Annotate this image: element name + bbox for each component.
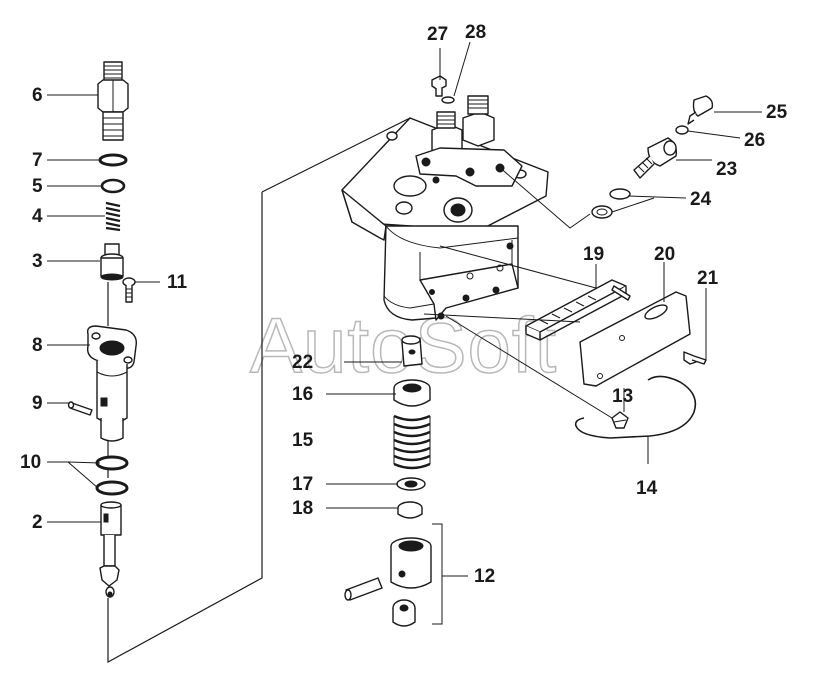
tappet-12 (390, 537, 432, 589)
callout-4: 4 (32, 206, 43, 227)
o-ring (98, 153, 128, 167)
banjo-bolt-25 (687, 95, 714, 125)
pump-housing (341, 95, 549, 321)
callout-2: 2 (32, 512, 43, 533)
plunger-spring-15 (393, 414, 431, 470)
callout-13: 13 (612, 386, 633, 407)
screw-21 (683, 351, 707, 365)
callout-7: 7 (32, 150, 43, 171)
callout-28: 28 (465, 22, 486, 43)
assembly-guide-line (107, 117, 411, 664)
callout-15: 15 (292, 430, 314, 451)
wire-clip-14 (574, 375, 697, 439)
pin-9 (67, 401, 93, 416)
callout-14: 14 (636, 478, 658, 499)
plunger (99, 501, 122, 598)
washer (100, 178, 126, 194)
delivery-valve-spring (105, 201, 121, 232)
washer-26 (675, 125, 689, 135)
tappet-roller (392, 599, 416, 627)
tappet-pin (344, 577, 383, 601)
washers-24 (591, 188, 631, 219)
callout-labels: 6 7 5 4 3 8 9 10 2 11 27 28 25 26 23 24 … (20, 22, 788, 587)
callout-22: 22 (292, 352, 313, 373)
o-ring-upper (95, 455, 129, 471)
callout-24: 24 (690, 189, 712, 210)
callout-17: 17 (292, 474, 313, 495)
plunger-barrel (86, 325, 137, 442)
callout-3: 3 (32, 251, 43, 272)
callout-9: 9 (32, 393, 43, 414)
screw-13 (611, 411, 629, 429)
callout-5: 5 (32, 176, 43, 197)
callout-27: 27 (427, 24, 448, 45)
bolt-27 (431, 75, 447, 97)
leader-lines (47, 41, 762, 625)
lower-spring-seat-17 (396, 477, 426, 491)
control-rack-19 (525, 279, 631, 341)
callout-16: 16 (292, 384, 313, 405)
callout-11: 11 (167, 272, 188, 293)
callout-25: 25 (766, 102, 788, 123)
callout-20: 20 (654, 244, 675, 265)
callout-23: 23 (716, 159, 737, 180)
callout-21: 21 (697, 268, 719, 289)
callout-12: 12 (474, 566, 495, 587)
callout-6: 6 (32, 85, 43, 106)
tappet-guide-22 (401, 335, 423, 367)
banjo-fitting-23 (633, 137, 678, 179)
callout-10: 10 (20, 452, 41, 473)
washer-28 (441, 96, 455, 104)
delivery-valve-holder (97, 61, 129, 141)
cover-plate-20 (579, 291, 691, 387)
callout-19: 19 (583, 244, 604, 265)
callout-18: 18 (292, 498, 313, 519)
spring-seat-16 (393, 379, 431, 407)
screw-11 (122, 277, 136, 303)
callout-26: 26 (744, 130, 765, 151)
shim-18 (397, 501, 423, 519)
callout-8: 8 (32, 335, 43, 356)
o-ring-lower (95, 480, 129, 496)
delivery-valve (100, 243, 124, 281)
